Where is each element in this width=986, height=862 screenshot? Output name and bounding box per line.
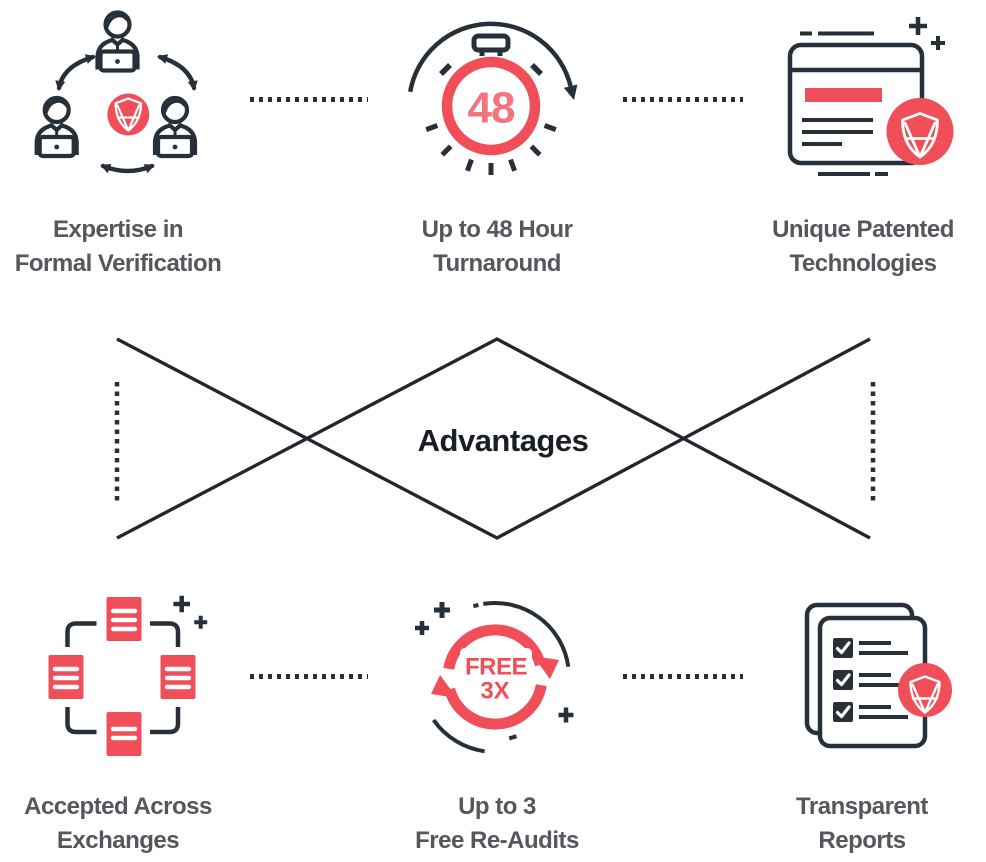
title-line: Exchanges xyxy=(56,827,180,854)
dotted-connector-bottom-left xyxy=(250,674,368,679)
outer-thin-arcs xyxy=(431,600,571,754)
certik-shield-badge-icon xyxy=(886,98,954,165)
document-cards xyxy=(48,597,196,756)
title-line: Turnaround xyxy=(433,250,561,277)
plus-icons xyxy=(415,602,574,723)
cycle-arrow-left-icon xyxy=(55,54,96,91)
stopwatch-button-legs xyxy=(479,50,503,56)
red-cycle-arrows xyxy=(431,624,559,730)
crossing-lines-graphic xyxy=(114,337,876,540)
certik-shield-badge-icon xyxy=(107,93,150,136)
zigzag-line-upper xyxy=(116,337,871,540)
title-line: Formal Verification xyxy=(14,250,222,277)
person-right-icon xyxy=(155,98,195,156)
free-label: FREE xyxy=(465,654,528,681)
checklist-row xyxy=(833,702,908,722)
red-content-bar xyxy=(805,88,882,102)
tick-marks xyxy=(425,123,557,175)
title-line: Technologies xyxy=(789,250,937,277)
person-top-icon xyxy=(98,13,138,71)
linked-documents-icon xyxy=(48,595,208,756)
plus-icons xyxy=(173,595,208,629)
arc-arrowhead-icon xyxy=(563,84,578,100)
browser-shield-icon xyxy=(787,17,954,176)
center-title: Advantages xyxy=(417,423,589,458)
text-lines xyxy=(802,118,873,146)
card-title-turnaround: Up to 48 Hour Turnaround xyxy=(387,213,607,281)
hours-number: 48 xyxy=(468,84,515,133)
refresh-cycle-icon: FREE 3X xyxy=(415,600,574,754)
title-line: Unique Patented xyxy=(772,216,954,243)
card-title-exchanges: Accepted Across Exchanges xyxy=(8,790,228,858)
person-left-icon xyxy=(37,98,77,156)
stopwatch-icon: 48 xyxy=(407,21,578,175)
title-line: Up to 48 Hour xyxy=(421,216,573,243)
clockwise-arc-icon xyxy=(407,21,573,93)
certik-shield-badge-icon xyxy=(898,663,952,717)
title-line: Transparent xyxy=(796,793,928,820)
stopwatch-button-icon xyxy=(471,33,511,53)
title-line: Accepted Across xyxy=(24,793,212,820)
title-line: Free Re-Audits xyxy=(415,827,579,854)
connector-elbows xyxy=(65,621,181,735)
card-title-patented: Unique Patented Technologies xyxy=(753,213,973,281)
checklist-rows xyxy=(833,638,908,722)
title-line: Reports xyxy=(818,827,906,854)
card-title-reports: Transparent Reports xyxy=(752,790,972,858)
zigzag-line-lower xyxy=(116,337,871,540)
card-title-expertise: Expertise in Formal Verification xyxy=(8,213,228,281)
plus-icons xyxy=(909,17,945,50)
card-title-reaudits: Up to 3 Free Re-Audits xyxy=(387,790,607,858)
team-collaboration-shield-icon xyxy=(10,5,198,174)
dotted-connector-bottom-right xyxy=(623,674,743,679)
cycle-arrow-bottom-icon xyxy=(100,163,155,174)
free-times-label: 3X xyxy=(480,678,509,705)
checklist-row xyxy=(833,638,908,658)
title-line: Expertise in xyxy=(52,216,184,243)
title-line: Up to 3 xyxy=(458,793,536,820)
cycle-arrow-right-icon xyxy=(157,54,198,91)
free-badge: FREE 3X xyxy=(460,648,532,705)
stopwatch-ring xyxy=(441,56,541,156)
dotted-connector-top-right xyxy=(623,97,743,102)
checklist-pages-shield-icon xyxy=(804,602,952,749)
dotted-connector-top-left xyxy=(250,97,368,102)
stopwatch-side-buttons xyxy=(439,63,543,76)
